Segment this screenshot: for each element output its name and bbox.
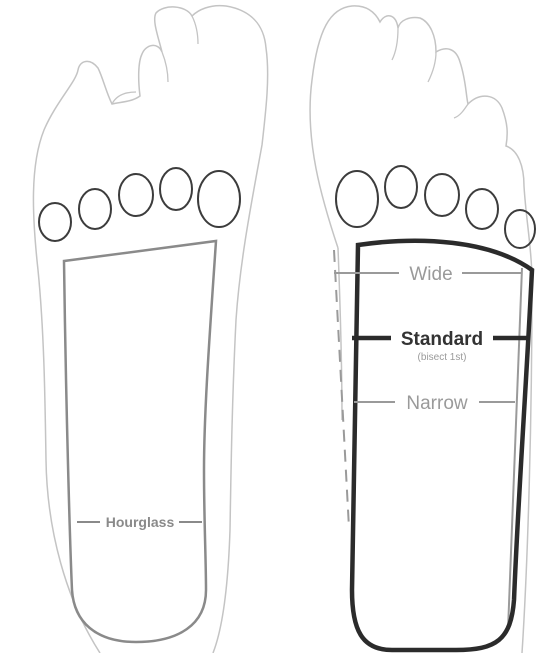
left-toe-pad-2: [160, 168, 192, 210]
hourglass-insole-outline: [64, 241, 216, 642]
right-toe-pad-1: [336, 171, 378, 227]
hourglass-label: Hourglass: [106, 514, 175, 530]
right-toe-pad-2: [385, 166, 417, 208]
left-toe-pad-5: [39, 203, 71, 241]
narrow-label: Narrow: [406, 393, 468, 414]
right-toe-crease-2: [428, 52, 436, 82]
left-foot-outline: [33, 6, 267, 653]
right-toe-pad-5: [505, 210, 535, 248]
right-foot: Wide Standard (bisect 1st) Narrow: [310, 6, 535, 653]
left-toe-crease-3: [192, 16, 198, 44]
left-toe-pad-4: [79, 189, 111, 229]
standard-insole-outline: [352, 241, 532, 650]
standard-note: (bisect 1st): [418, 352, 467, 363]
left-toe-crease-2: [162, 52, 168, 82]
left-foot: Hourglass: [33, 6, 267, 653]
wide-label: Wide: [409, 264, 452, 285]
right-toe-pad-3: [425, 174, 459, 216]
right-toe-crease-3: [454, 104, 468, 118]
standard-label: Standard: [401, 329, 483, 350]
left-toe-pad-1: [198, 171, 240, 227]
right-toe-pad-4: [466, 189, 498, 229]
left-toe-pad-3: [119, 174, 153, 216]
right-toe-crease-1: [392, 28, 398, 60]
